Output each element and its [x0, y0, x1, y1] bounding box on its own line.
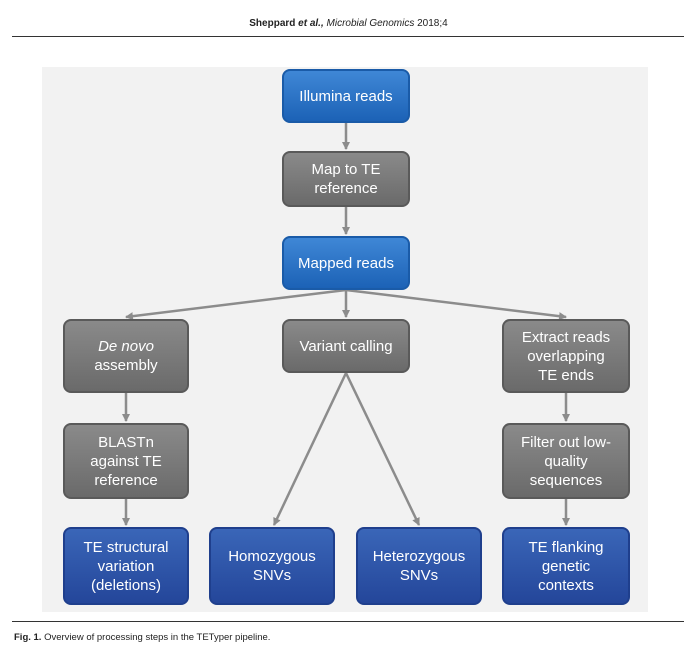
node-text-line: (deletions): [90, 576, 162, 594]
flow-arrow: [125, 288, 347, 321]
node-text-line: quality: [544, 452, 588, 470]
node-text-line: overlapping: [527, 347, 605, 365]
flow-arrow: [344, 372, 421, 526]
node-text-line: TE ends: [538, 366, 594, 384]
flow-arrow: [272, 372, 348, 526]
header-year: 2018;4: [414, 18, 448, 29]
node-map-to-te-reference: Map to TE reference: [282, 151, 410, 207]
caption-rule: [12, 621, 684, 622]
node-text-line: De novo: [98, 338, 154, 355]
node-text-line: Homozygous: [228, 548, 316, 565]
node-text-line: Illumina reads: [299, 87, 393, 105]
node-mapped-reads: Mapped reads: [282, 236, 410, 290]
node-variant-calling: Variant calling: [282, 319, 410, 373]
node-text-line: Map to TE: [311, 161, 381, 178]
header-journal: Microbial Genomics: [323, 18, 415, 29]
node-text-line: SNVs: [399, 567, 439, 584]
running-header: Sheppard et al., Microbial Genomics 2018…: [0, 18, 697, 29]
node-text-line: against TE: [90, 452, 162, 470]
flowchart-arrows: [122, 123, 570, 526]
node-text-line: reference: [94, 471, 158, 489]
node-illumina-reads: Illumina reads: [282, 69, 410, 123]
node-text-line: SNVs: [252, 567, 292, 584]
node-text-line: genetic: [541, 557, 591, 575]
node-text-line: TE flanking: [528, 538, 604, 556]
node-text-line: contexts: [538, 576, 594, 594]
node-text-line: sequences: [529, 471, 603, 489]
node-text-line: reference: [314, 180, 378, 197]
flow-arrow: [345, 288, 567, 321]
node-text-line: Extract reads: [521, 328, 611, 346]
node-text-line: TE structural: [83, 538, 169, 556]
node-text-line: Heterozygous: [372, 548, 466, 565]
node-text-line: assembly: [94, 357, 158, 374]
caption-text: Overview of processing steps in the TETy…: [41, 632, 271, 643]
node-text-line: Filter out low-: [520, 433, 612, 451]
figure-caption: Fig. 1. Overview of processing steps in …: [14, 632, 270, 643]
node-de-novo-assembly: De novo assembly: [63, 319, 189, 393]
caption-label: Fig. 1.: [14, 632, 42, 643]
header-etal: et al.,: [295, 18, 324, 29]
header-rule: [12, 36, 684, 37]
header-author: Sheppard: [249, 18, 296, 29]
node-text-line: Variant calling: [299, 337, 393, 355]
node-text-line: Mapped reads: [298, 254, 394, 272]
node-text-line: BLASTn: [98, 433, 154, 451]
node-text-line: variation: [97, 557, 155, 575]
flowchart-diagram: Illumina reads Map to TE reference Mapped…: [42, 67, 648, 612]
